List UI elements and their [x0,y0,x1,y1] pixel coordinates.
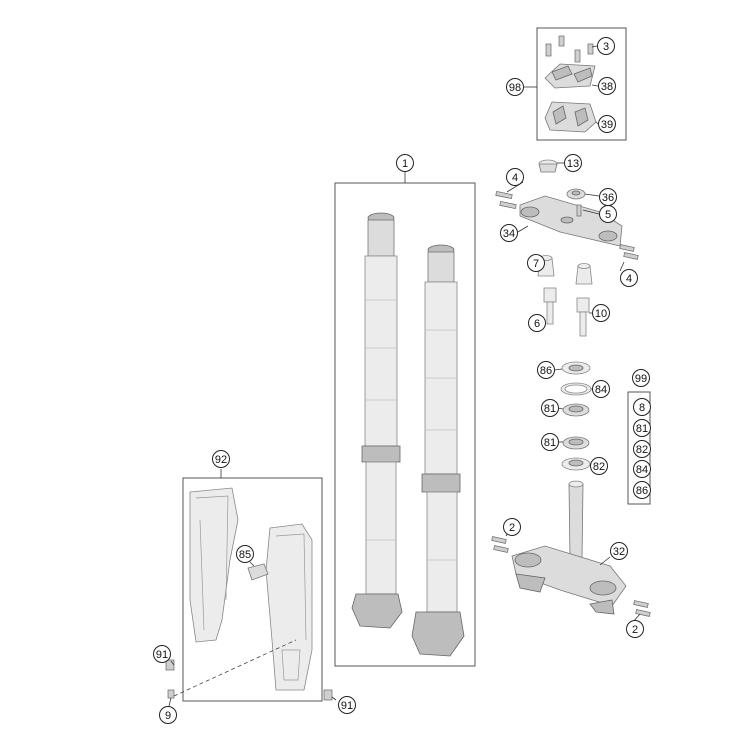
svg-text:6: 6 [534,318,540,330]
callout-7: 7 [527,254,545,272]
kit-99-item-8: 8 [633,398,651,416]
callout-81-lower: 81 [541,433,559,451]
svg-text:5: 5 [605,209,611,221]
spacer-sleeve-right [576,297,590,337]
svg-text:7: 7 [533,258,539,270]
upper-triple-clamp [519,195,623,247]
o-ring-84 [560,382,592,396]
callout-86: 86 [537,361,555,379]
pinch-bolts-upper [495,190,639,260]
kit-99-title: 99 [632,369,650,387]
callout-4-lower: 4 [620,269,638,287]
callout-91-right: 91 [338,696,356,714]
svg-text:36: 36 [602,192,614,204]
svg-text:8: 8 [639,402,645,414]
svg-text:9: 9 [165,710,171,722]
kit-99-item-82: 82 [633,440,651,458]
guard-bolt-right [323,689,333,701]
svg-text:81: 81 [636,423,648,435]
clamp-kit-frame [536,27,627,141]
svg-text:4: 4 [626,273,632,285]
svg-text:10: 10 [595,308,607,320]
dust-seal-82 [561,457,591,471]
upper-bearing-81 [562,403,590,417]
callout-84: 84 [592,380,610,398]
rubber-bushing-right [575,263,593,285]
svg-text:91: 91 [156,649,168,661]
kit-99-item-84: 84 [633,460,651,478]
callout-38: 38 [598,77,616,95]
stem-nut [566,188,586,200]
svg-text:39: 39 [601,119,613,131]
fork-leg-right [411,244,465,657]
callout-1: 1 [396,154,414,172]
svg-text:81: 81 [544,403,556,415]
svg-text:81: 81 [544,437,556,449]
svg-text:3: 3 [603,41,609,53]
steering-stem-cap [538,159,558,173]
callout-39: 39 [598,115,616,133]
callout-85: 85 [236,545,254,563]
svg-text:92: 92 [215,454,227,466]
svg-text:86: 86 [540,365,552,377]
callout-6: 6 [528,314,546,332]
callout-36: 36 [599,188,617,206]
callout-9: 9 [159,706,177,724]
svg-text:98: 98 [509,82,521,94]
kit-99-item-81: 81 [633,419,651,437]
svg-text:84: 84 [636,464,648,476]
svg-text:82: 82 [593,461,605,473]
svg-text:84: 84 [595,384,607,396]
svg-text:38: 38 [601,81,613,93]
svg-text:13: 13 [567,158,579,170]
guard-clip-85 [247,563,269,581]
svg-text:1: 1 [402,158,408,170]
svg-text:86: 86 [636,485,648,497]
svg-text:82: 82 [636,444,648,456]
svg-text:4: 4 [512,172,518,184]
spacer-sleeve-left [543,287,557,325]
svg-text:85: 85 [239,549,251,561]
callout-2-upper: 2 [503,518,521,536]
fork-guard-left [189,487,239,643]
fork-leg-left [351,212,403,629]
lower-triple-clamp [511,480,627,615]
svg-text:34: 34 [503,228,515,240]
svg-text:2: 2 [509,522,515,534]
callout-5: 5 [599,205,617,223]
callout-3: 3 [597,37,615,55]
handlebar-clamp-bolts [545,35,594,63]
pinch-bolts-lower [491,536,651,617]
callout-82: 82 [590,457,608,475]
callout-32: 32 [610,542,628,560]
assembly-line [173,639,297,697]
seal-ring-86 [561,361,591,375]
lower-handlebar-clamp [544,101,597,133]
callout-92: 92 [212,450,230,468]
callout-10: 10 [592,304,610,322]
callout-13: 13 [564,154,582,172]
lower-bearing-81 [562,436,590,450]
guard-bolt-left [165,659,175,699]
svg-text:32: 32 [613,546,625,558]
svg-text:2: 2 [632,624,638,636]
fork-guard-right [265,523,313,691]
center-bolt [576,204,582,217]
upper-handlebar-clamp [544,63,596,89]
callout-34: 34 [500,224,518,242]
svg-text:99: 99 [635,373,647,385]
callout-4-upper: 4 [506,168,524,186]
callout-2-lower: 2 [626,620,644,638]
callout-91-left: 91 [153,645,171,663]
svg-text:91: 91 [341,700,353,712]
kit-99-item-86: 86 [633,481,651,499]
callout-81-upper: 81 [541,399,559,417]
callout-98: 98 [506,78,524,96]
fork-guard-frame [182,477,323,702]
